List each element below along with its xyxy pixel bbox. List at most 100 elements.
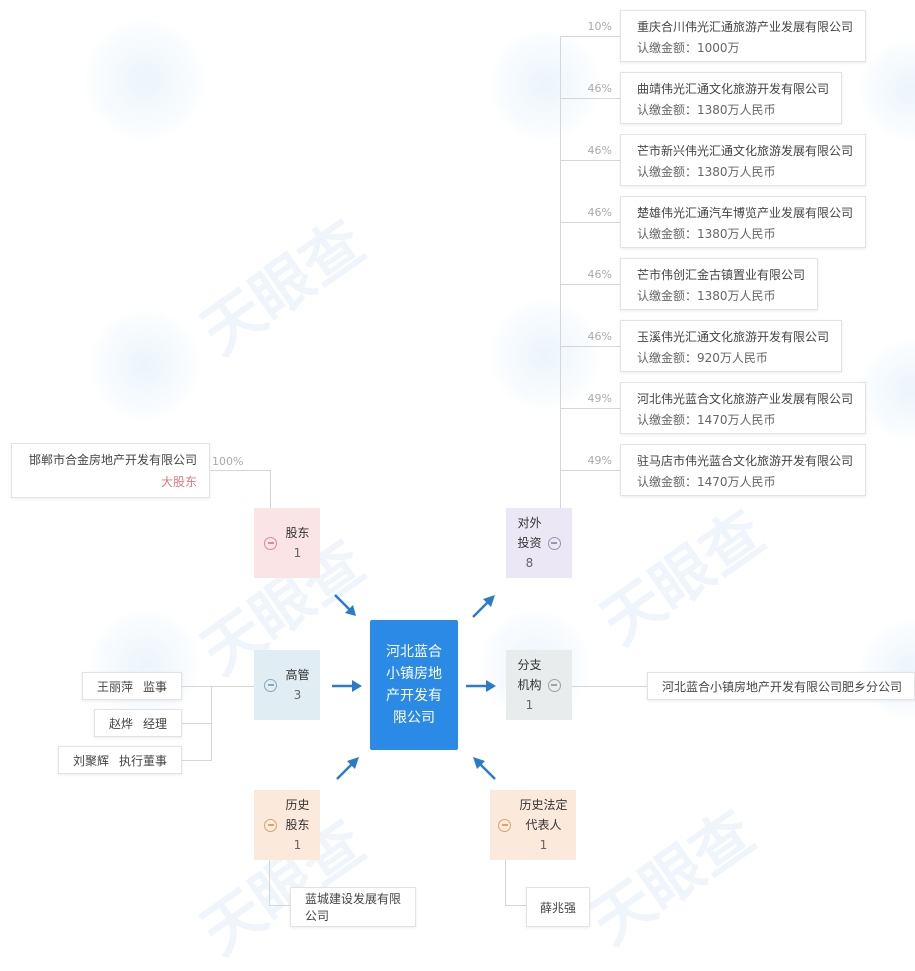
category-label: 股东 bbox=[285, 818, 310, 832]
investment-name: 驻马店市伟光蓝合文化旅游开发有限公司 bbox=[637, 454, 854, 468]
category-history-shareholders[interactable]: 历史 股东 1 bbox=[254, 790, 320, 860]
investment-card[interactable]: 驻马店市伟光蓝合文化旅游开发有限公司 认缴金额：1470万人民币 bbox=[620, 444, 866, 496]
investment-percent: 49% bbox=[587, 392, 612, 405]
category-label: 投资 bbox=[517, 536, 542, 550]
category-count: 1 bbox=[293, 838, 302, 852]
executive-card[interactable]: 赵烨 经理 bbox=[94, 709, 182, 737]
investment-name: 玉溪伟光汇通文化旅游开发有限公司 bbox=[637, 330, 830, 344]
investment-amount: 认缴金额：1380万人民币 bbox=[637, 227, 776, 241]
investment-card[interactable]: 重庆合川伟光汇通旅游产业发展有限公司 认缴金额：1000万 bbox=[620, 10, 866, 62]
connector-line bbox=[210, 470, 271, 471]
investment-amount: 认缴金额：1470万人民币 bbox=[637, 475, 776, 489]
investment-name: 芒市新兴伟光汇通文化旅游发展有限公司 bbox=[637, 144, 854, 158]
category-count: 1 bbox=[293, 546, 302, 560]
center-company-node[interactable]: 河北蓝合小镇房地产开发有限公司 bbox=[370, 620, 458, 750]
connector-line bbox=[560, 98, 620, 99]
category-count: 1 bbox=[525, 698, 534, 712]
category-count: 8 bbox=[525, 556, 534, 570]
history-shareholder-name: 蓝城建设发展有限公司 bbox=[305, 892, 402, 923]
investment-percent: 46% bbox=[587, 144, 612, 157]
watermark-text: 天眼查 bbox=[579, 797, 767, 959]
connector-line bbox=[560, 408, 620, 409]
category-count: 1 bbox=[539, 838, 548, 852]
arrow-icon bbox=[334, 594, 356, 616]
category-branches[interactable]: 分支 机构 1 bbox=[506, 650, 572, 720]
category-label: 机构 bbox=[517, 678, 542, 692]
connector-line bbox=[269, 905, 291, 906]
category-label: 对外 bbox=[517, 516, 542, 530]
connector-line bbox=[560, 470, 620, 471]
investment-card[interactable]: 芒市新兴伟光汇通文化旅游发展有限公司 认缴金额：1380万人民币 bbox=[620, 134, 866, 186]
investment-name: 芒市伟创汇金古镇置业有限公司 bbox=[637, 268, 806, 282]
watermark-text: 天眼查 bbox=[189, 207, 377, 369]
investment-amount: 认缴金额：1470万人民币 bbox=[637, 413, 776, 427]
connector-line bbox=[560, 160, 620, 161]
investment-amount: 认缴金额：920万人民币 bbox=[637, 351, 768, 365]
category-label: 股东 bbox=[285, 526, 310, 540]
investment-card[interactable]: 芒市伟创汇金古镇置业有限公司 认缴金额：1380万人民币 bbox=[620, 258, 818, 310]
executive-name: 赵烨 bbox=[108, 716, 133, 731]
investment-percent: 49% bbox=[587, 454, 612, 467]
watermark-logo bbox=[860, 340, 915, 440]
investment-card[interactable]: 河北伟光蓝合文化旅游产业发展有限公司 认缴金额：1470万人民币 bbox=[620, 382, 866, 434]
collapse-icon[interactable] bbox=[264, 678, 278, 692]
shareholder-name: 邯郸市合金房地产开发有限公司 bbox=[28, 453, 197, 467]
watermark-logo bbox=[90, 610, 200, 720]
executive-name: 王丽萍 bbox=[96, 679, 133, 694]
executive-card[interactable]: 王丽萍 监事 bbox=[82, 672, 182, 700]
executive-card[interactable]: 刘聚辉 执行董事 bbox=[58, 746, 182, 774]
connector-line bbox=[270, 470, 271, 508]
connector-line bbox=[269, 860, 270, 906]
investment-percent: 46% bbox=[587, 268, 612, 281]
category-shareholders[interactable]: 股东 1 bbox=[254, 508, 320, 578]
category-label: 代表人 bbox=[525, 818, 562, 832]
connector-line bbox=[182, 760, 212, 761]
history-shareholder-card[interactable]: 蓝城建设发展有限公司 bbox=[290, 887, 416, 927]
investment-name: 重庆合川伟光汇通旅游产业发展有限公司 bbox=[637, 20, 854, 34]
collapse-icon[interactable] bbox=[547, 536, 561, 550]
collapse-icon[interactable] bbox=[547, 678, 561, 692]
investment-amount: 认缴金额：1380万人民币 bbox=[637, 165, 776, 179]
branch-card[interactable]: 河北蓝合小镇房地产开发有限公司肥乡分公司 bbox=[647, 672, 915, 700]
connector-line bbox=[182, 723, 212, 724]
shareholder-percent: 100% bbox=[212, 455, 244, 468]
arrow-icon bbox=[472, 595, 495, 618]
arrow-icon bbox=[336, 757, 359, 780]
shareholder-card[interactable]: 邯郸市合金房地产开发有限公司 大股东 bbox=[11, 443, 210, 498]
arrow-icon bbox=[466, 680, 496, 692]
connector-line bbox=[505, 860, 506, 906]
connector-line bbox=[182, 686, 254, 687]
investment-amount: 认缴金额：1000万 bbox=[637, 41, 740, 55]
category-label: 历史法定 bbox=[519, 798, 568, 812]
executive-role: 监事 bbox=[143, 679, 168, 694]
arrow-icon bbox=[332, 680, 362, 692]
investment-name: 曲靖伟光汇通文化旅游开发有限公司 bbox=[637, 82, 830, 96]
executive-role: 经理 bbox=[143, 716, 168, 731]
investment-amount: 认缴金额：1380万人民币 bbox=[637, 289, 776, 303]
investment-trunk-line bbox=[560, 36, 561, 510]
watermark-text: 天眼查 bbox=[589, 497, 777, 659]
collapse-icon[interactable] bbox=[264, 536, 278, 550]
category-label: 高管 bbox=[285, 668, 310, 682]
category-count: 3 bbox=[293, 688, 302, 702]
history-legal-rep-card[interactable]: 薛兆强 bbox=[526, 887, 590, 927]
executive-name: 刘聚辉 bbox=[72, 753, 109, 768]
collapse-icon[interactable] bbox=[498, 818, 512, 832]
category-history-legal-rep[interactable]: 历史法定 代表人 1 bbox=[490, 790, 576, 860]
connector-line bbox=[505, 905, 527, 906]
watermark-logo bbox=[85, 20, 205, 140]
branch-name: 河北蓝合小镇房地产开发有限公司肥乡分公司 bbox=[662, 679, 903, 694]
connector-line bbox=[560, 284, 620, 285]
category-label: 历史 bbox=[285, 798, 310, 812]
investment-card[interactable]: 曲靖伟光汇通文化旅游开发有限公司 认缴金额：1380万人民币 bbox=[620, 72, 842, 124]
collapse-icon[interactable] bbox=[264, 818, 278, 832]
investment-card[interactable]: 玉溪伟光汇通文化旅游开发有限公司 认缴金额：920万人民币 bbox=[620, 320, 842, 372]
investment-card[interactable]: 楚雄伟光汇通汽车博览产业发展有限公司 认缴金额：1380万人民币 bbox=[620, 196, 866, 248]
category-investments[interactable]: 对外 投资 8 bbox=[506, 508, 572, 578]
category-executives[interactable]: 高管 3 bbox=[254, 650, 320, 720]
investment-percent: 10% bbox=[587, 20, 612, 33]
investment-amount: 认缴金额：1380万人民币 bbox=[637, 103, 776, 117]
watermark-logo bbox=[90, 310, 200, 420]
major-shareholder-tag: 大股东 bbox=[160, 475, 197, 489]
center-company-name: 河北蓝合小镇房地产开发有限公司 bbox=[386, 644, 442, 726]
